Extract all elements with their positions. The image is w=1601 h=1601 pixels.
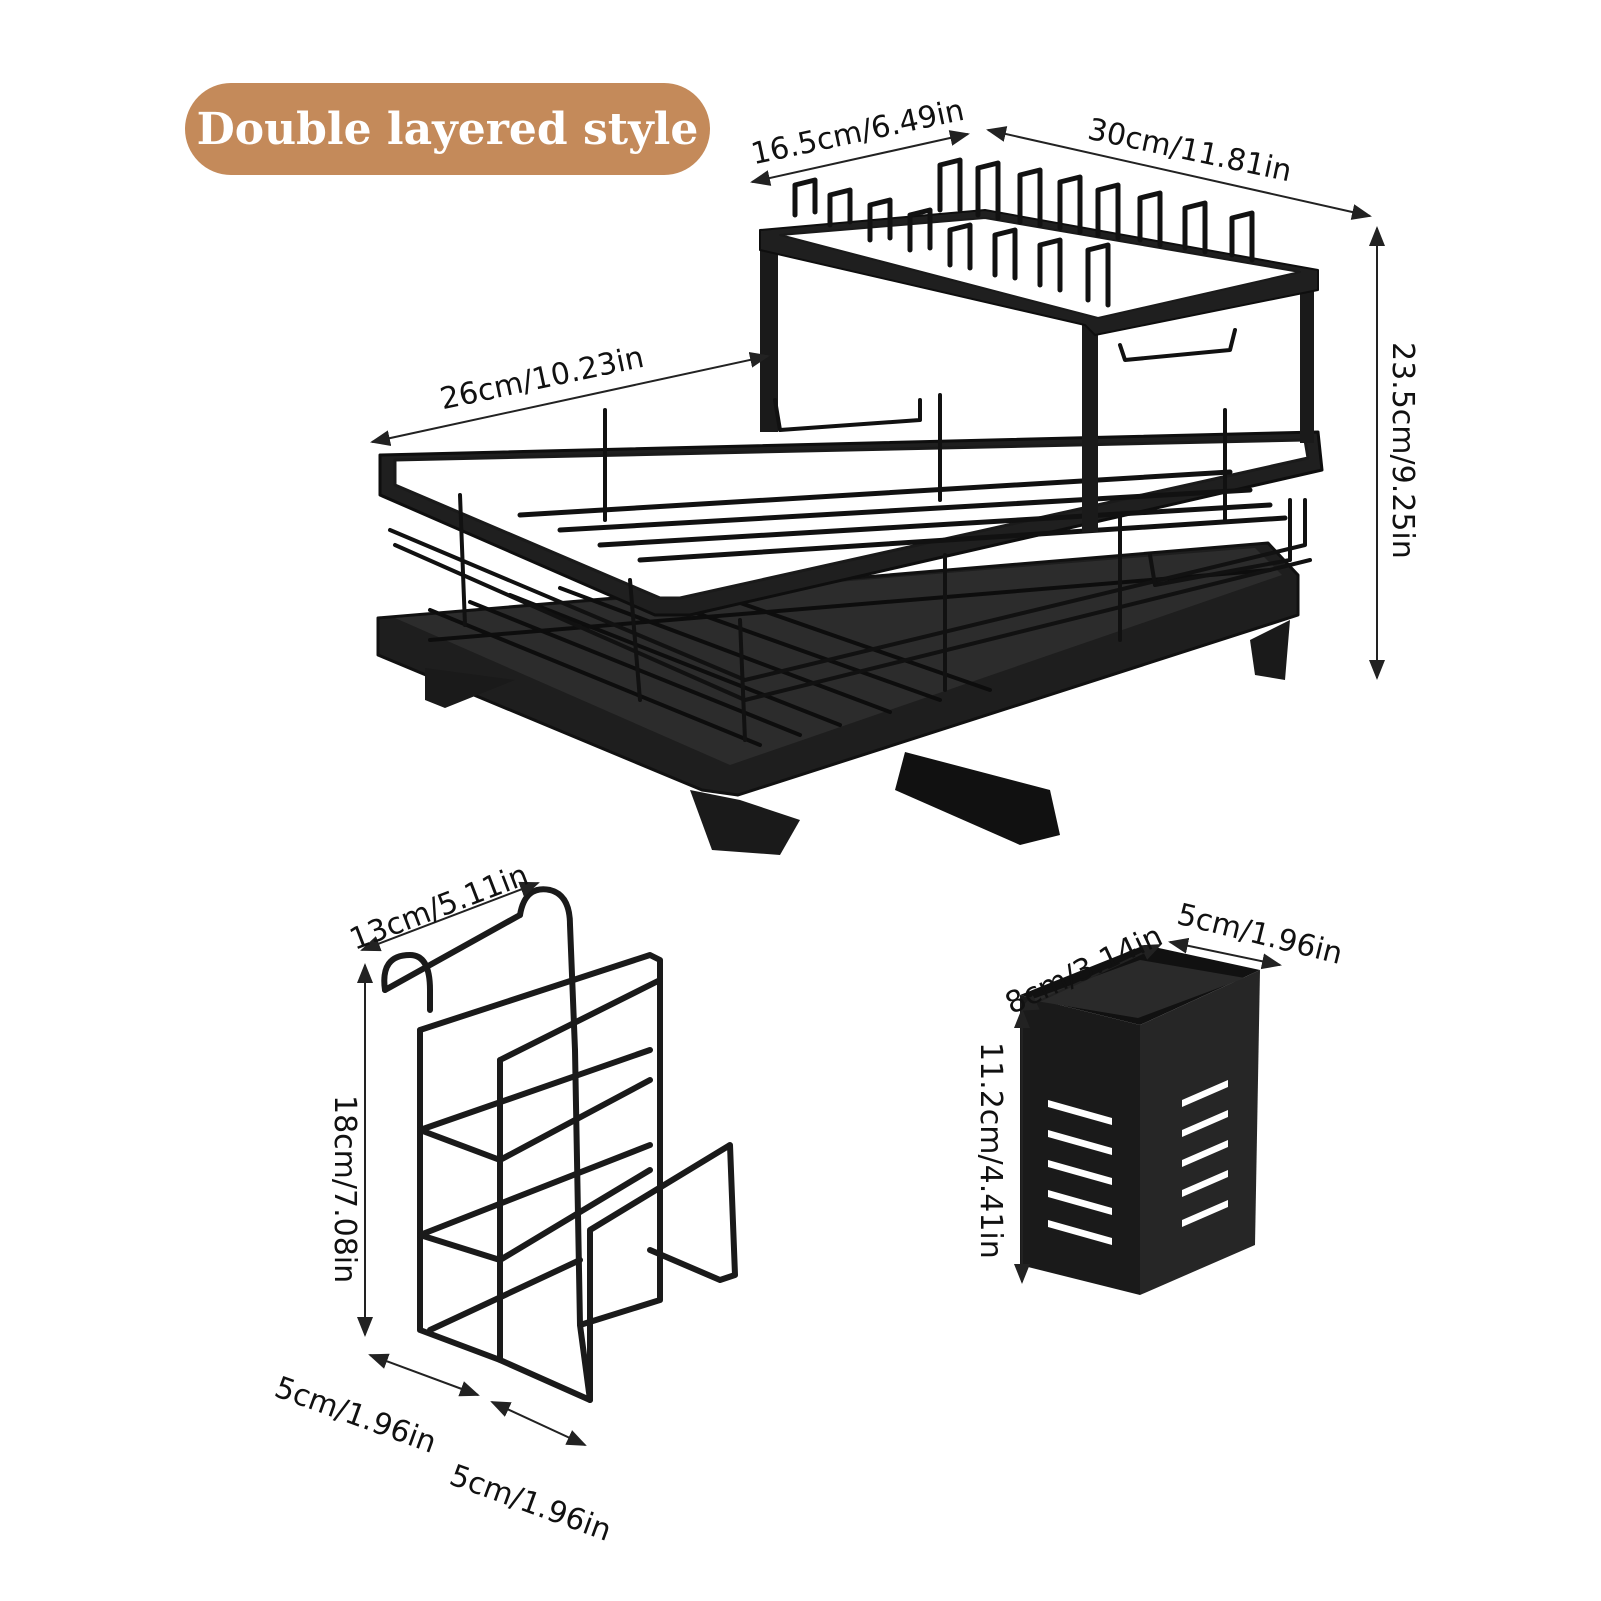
label-cup-height: 11.2cm/4.41in (973, 1042, 1008, 1259)
arrow-cup-depth (1018, 944, 1162, 1011)
tray-foot-front (690, 790, 800, 855)
label-rack-height: 23.5cm/9.25in (1385, 342, 1420, 559)
arrow-sponge-depth-right (490, 1401, 587, 1446)
arrow-sponge-width (360, 881, 540, 952)
style-badge-label: Double layered style (196, 103, 699, 155)
tray-foot-left (425, 668, 515, 708)
arrow-width-top (750, 130, 970, 186)
arrow-length-side (370, 352, 770, 446)
arrow-length-top (986, 126, 1372, 220)
drain-spout (895, 752, 1060, 845)
dish-rack (376, 157, 1324, 855)
arrow-sponge-depth-left (368, 1353, 480, 1397)
sponge-holder (381, 886, 738, 1403)
upright-right (1082, 322, 1098, 532)
label-sponge-height: 18cm/7.08in (327, 1095, 362, 1284)
dimension-arrows (357, 126, 1385, 1446)
tray-foot-right (1250, 620, 1290, 680)
arrow-cup-width (1168, 937, 1282, 970)
style-badge: Double layered style (185, 83, 710, 175)
